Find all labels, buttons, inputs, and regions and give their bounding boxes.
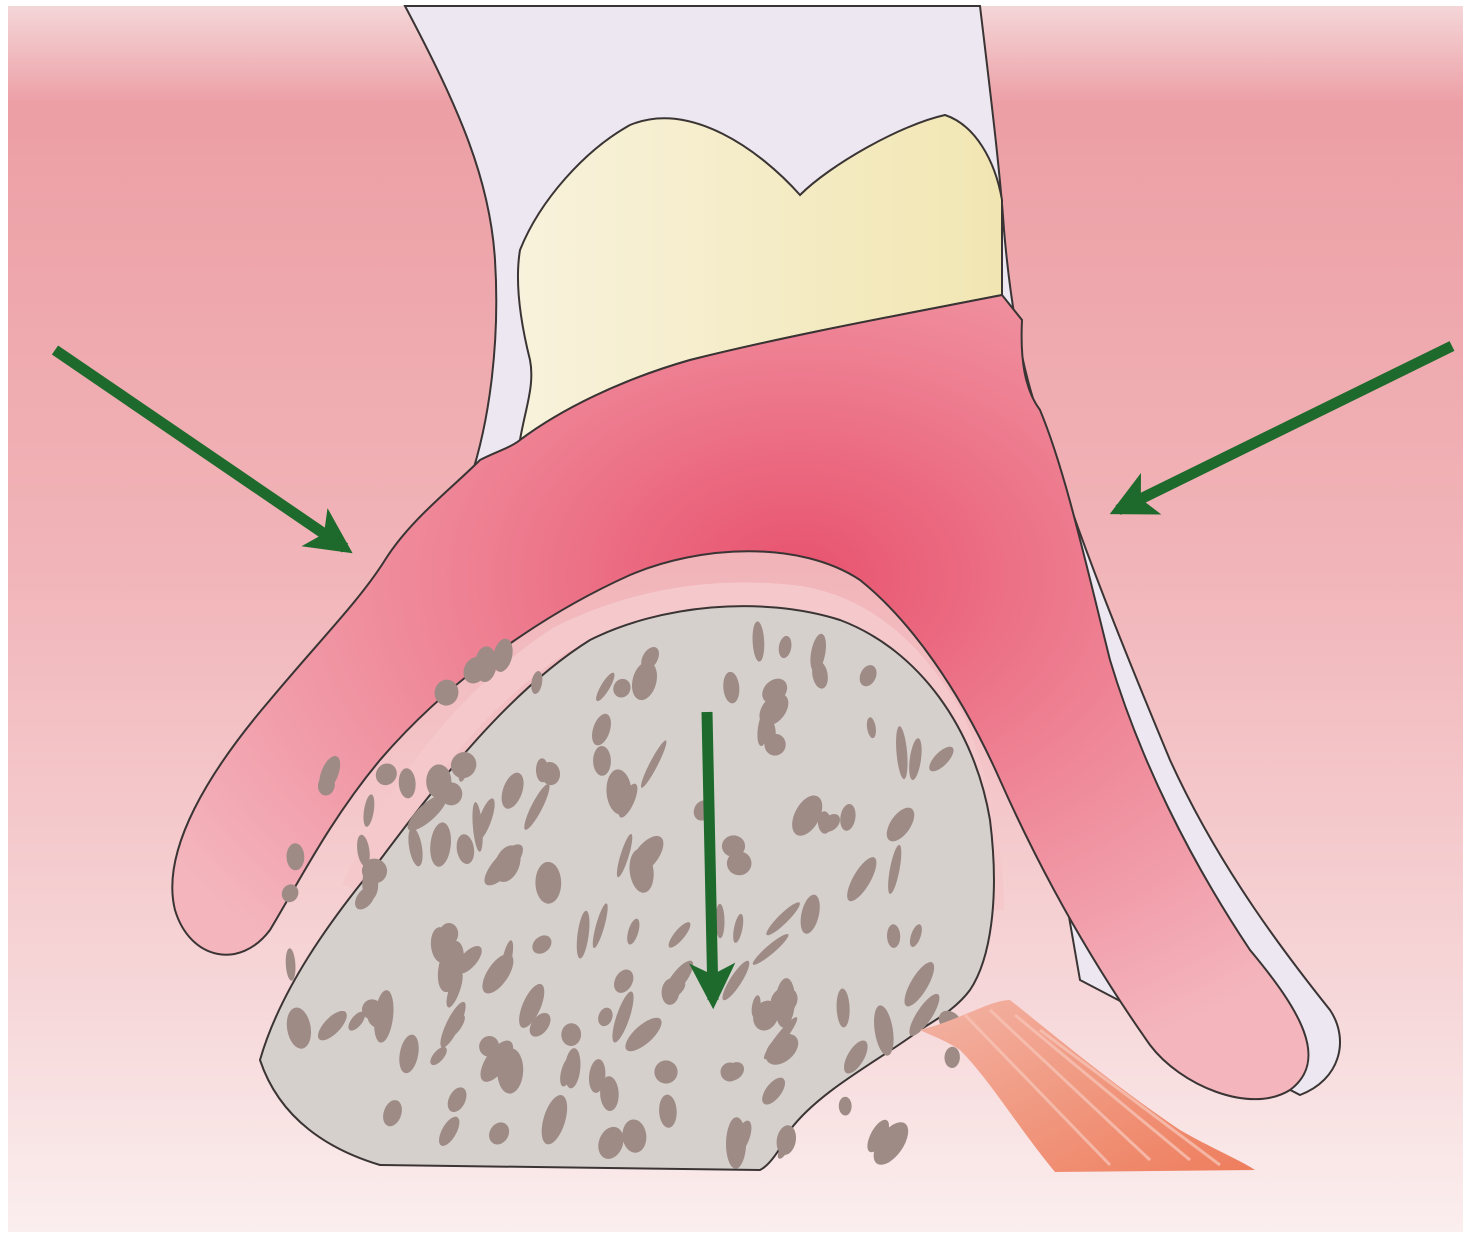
- center-arrow: [707, 712, 713, 1000]
